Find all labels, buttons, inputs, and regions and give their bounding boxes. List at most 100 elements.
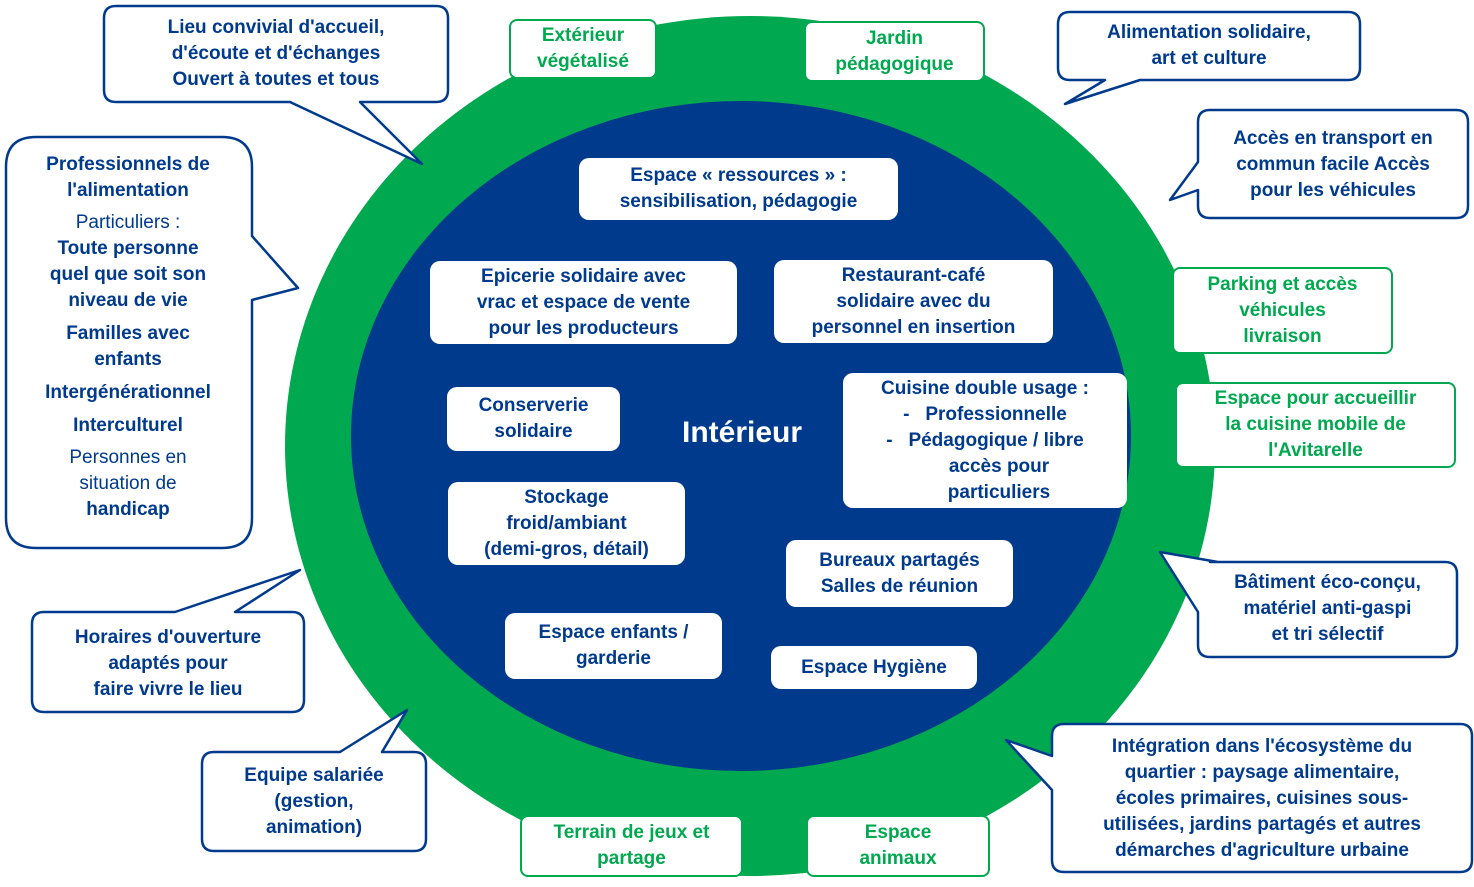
callout-public-bubble bbox=[4, 135, 300, 550]
box-text: Bureaux partagés bbox=[819, 549, 980, 571]
box-text: Conserverie bbox=[478, 395, 589, 416]
box-text: solidaire bbox=[494, 421, 573, 442]
box-text: garderie bbox=[576, 648, 651, 669]
callout-text: Intergénérationnel bbox=[45, 382, 211, 403]
box-text: personnel en insertion bbox=[811, 316, 1016, 338]
box-text: Extérieur bbox=[541, 25, 625, 46]
callout-integration: Intégration dans l'écosystème du quartie… bbox=[1052, 730, 1472, 868]
callout-text: Personnes en bbox=[69, 447, 187, 468]
box-text: Espace enfants / bbox=[538, 622, 689, 643]
callout-text: quel que soit son bbox=[49, 264, 207, 285]
box-text: Espace pour accueillir bbox=[1214, 388, 1417, 409]
callout-text: et tri sélectif bbox=[1271, 624, 1384, 645]
box-text: Cuisine double usage : bbox=[881, 377, 1089, 399]
callout-text: enfants bbox=[94, 349, 162, 370]
box-terrain-de-jeux: Terrain de jeux et partage bbox=[520, 815, 743, 877]
callout-text: niveau de vie bbox=[68, 290, 188, 311]
callout-transport: Accès en transport en commun facile Accè… bbox=[1198, 122, 1468, 208]
callout-text: Intégration dans l'écosystème du bbox=[1111, 736, 1413, 757]
callout-lieu-convivial: Lieu convivial d'accueil, d'écoute et d'… bbox=[104, 8, 448, 100]
callout-text: Alimentation solidaire, bbox=[1107, 22, 1311, 43]
box-text: livraison bbox=[1243, 325, 1322, 347]
callout-batiment-bubble bbox=[1158, 550, 1459, 659]
callout-text: Professionnels de bbox=[46, 154, 210, 175]
box-text: accès pour bbox=[948, 455, 1050, 477]
box-bureaux-partages: Bureaux partagés Salles de réunion bbox=[786, 540, 1013, 607]
callout-equipe-bubble bbox=[200, 708, 428, 853]
callout-text: Bâtiment éco-conçu, bbox=[1234, 572, 1421, 593]
callout-text: Horaires d'ouverture bbox=[74, 627, 262, 648]
box-text: Espace « ressources » : bbox=[630, 165, 847, 186]
box-text: l'Avitarelle bbox=[1268, 440, 1363, 461]
callout-text: commun facile Accès bbox=[1236, 154, 1430, 175]
box-text: pédagogique bbox=[835, 53, 954, 75]
callout-alimentation-bubble bbox=[1056, 10, 1362, 106]
box-espace-animaux: Espace animaux bbox=[806, 815, 990, 877]
box-text: véhicules bbox=[1239, 299, 1326, 321]
box-text: sensibilisation, pédagogie bbox=[619, 191, 858, 212]
callout-batiment: Bâtiment éco-conçu, matériel anti-gaspi … bbox=[1198, 566, 1457, 652]
box-text: Espace bbox=[864, 822, 932, 843]
box-text: Salles de réunion bbox=[820, 575, 979, 597]
callout-text: faire vivre le lieu bbox=[93, 679, 243, 700]
callout-text: Particuliers : bbox=[75, 212, 181, 233]
callout-text: démarches d'agriculture urbaine bbox=[1115, 840, 1409, 861]
box-cuisine-double-usage: Cuisine double usage : - Professionnelle… bbox=[843, 373, 1127, 508]
callout-text: Interculturel bbox=[73, 415, 183, 436]
box-restaurant-cafe: Restaurant-café solidaire avec du person… bbox=[774, 260, 1053, 343]
box-text: Terrain de jeux et bbox=[553, 822, 710, 843]
box-text: Espace Hygiène bbox=[801, 656, 947, 678]
box-epicerie-solidaire: Epicerie solidaire avec vrac et espace d… bbox=[430, 261, 737, 344]
box-espace-avitarelle: Espace pour accueillir la cuisine mobile… bbox=[1175, 382, 1456, 468]
box-text: Restaurant-café bbox=[841, 264, 986, 286]
callout-text: matériel anti-gaspi bbox=[1243, 598, 1412, 619]
callout-lieu-bubble bbox=[102, 4, 450, 166]
callout-text: Lieu convivial d'accueil, bbox=[167, 17, 385, 38]
box-text: solidaire avec du bbox=[836, 290, 991, 312]
callout-text: Familles avec bbox=[66, 323, 190, 344]
callout-horaires: Horaires d'ouverture adaptés pour faire … bbox=[32, 620, 304, 708]
callout-text: Equipe salariée bbox=[244, 765, 384, 786]
box-text: végétalisé bbox=[537, 51, 629, 72]
callout-text: (gestion, bbox=[274, 791, 354, 812]
callout-alimentation-solidaire: Alimentation solidaire, art et culture bbox=[1058, 14, 1360, 78]
box-text: pour les producteurs bbox=[488, 317, 679, 339]
callout-integration-bubble bbox=[1004, 722, 1474, 874]
callout-text: Ouvert à toutes et tous bbox=[172, 69, 380, 90]
box-espace-hygiene: Espace Hygiène bbox=[771, 646, 977, 689]
callout-text: animation) bbox=[265, 817, 363, 838]
list-item: - Professionnelle bbox=[903, 403, 1067, 425]
box-espace-enfants: Espace enfants / garderie bbox=[505, 613, 722, 679]
box-text: particuliers bbox=[947, 481, 1051, 503]
callout-text: écoles primaires, cuisines sous- bbox=[1115, 788, 1409, 809]
list-item: - Pédagogique / libre bbox=[886, 429, 1084, 451]
box-text: froid/ambiant bbox=[506, 512, 627, 534]
box-stockage: Stockage froid/ambiant (demi-gros, détai… bbox=[448, 482, 685, 565]
box-parking: Parking et accès véhicules livraison bbox=[1172, 267, 1393, 354]
callout-public: Professionnels de l'alimentation Particu… bbox=[8, 152, 248, 536]
callout-text: utilisées, jardins partagés et autres bbox=[1103, 814, 1421, 835]
box-conserverie: Conserverie solidaire bbox=[447, 387, 620, 451]
box-text: partage bbox=[597, 848, 666, 869]
callout-text: Toute personne bbox=[57, 238, 199, 259]
box-text: Stockage bbox=[524, 486, 609, 508]
box-text: la cuisine mobile de bbox=[1225, 414, 1406, 435]
callout-text: Accès en transport en bbox=[1233, 128, 1433, 149]
box-exterieur-vegetalise: Extérieur végétalisé bbox=[509, 19, 657, 79]
box-jardin-pedagogique: Jardin pédagogique bbox=[804, 21, 985, 82]
callout-text: quartier : paysage alimentaire, bbox=[1124, 762, 1400, 783]
callout-text: art et culture bbox=[1151, 48, 1267, 69]
box-text: animaux bbox=[859, 848, 937, 869]
callout-text: l'alimentation bbox=[67, 180, 189, 201]
callout-transport-bubble bbox=[1168, 108, 1470, 220]
box-text: Parking et accès bbox=[1207, 273, 1358, 295]
callout-text: d'écoute et d'échanges bbox=[171, 43, 381, 64]
callout-equipe-salariee: Equipe salariée (gestion, animation) bbox=[202, 758, 426, 846]
box-text: (demi-gros, détail) bbox=[484, 538, 649, 560]
callout-text: adaptés pour bbox=[108, 653, 228, 674]
callout-text: situation de bbox=[79, 473, 177, 494]
box-text: Epicerie solidaire avec bbox=[481, 265, 686, 287]
callout-text: pour les véhicules bbox=[1250, 180, 1416, 201]
box-text: Jardin bbox=[865, 27, 924, 49]
box-text: vrac et espace de vente bbox=[476, 291, 691, 313]
